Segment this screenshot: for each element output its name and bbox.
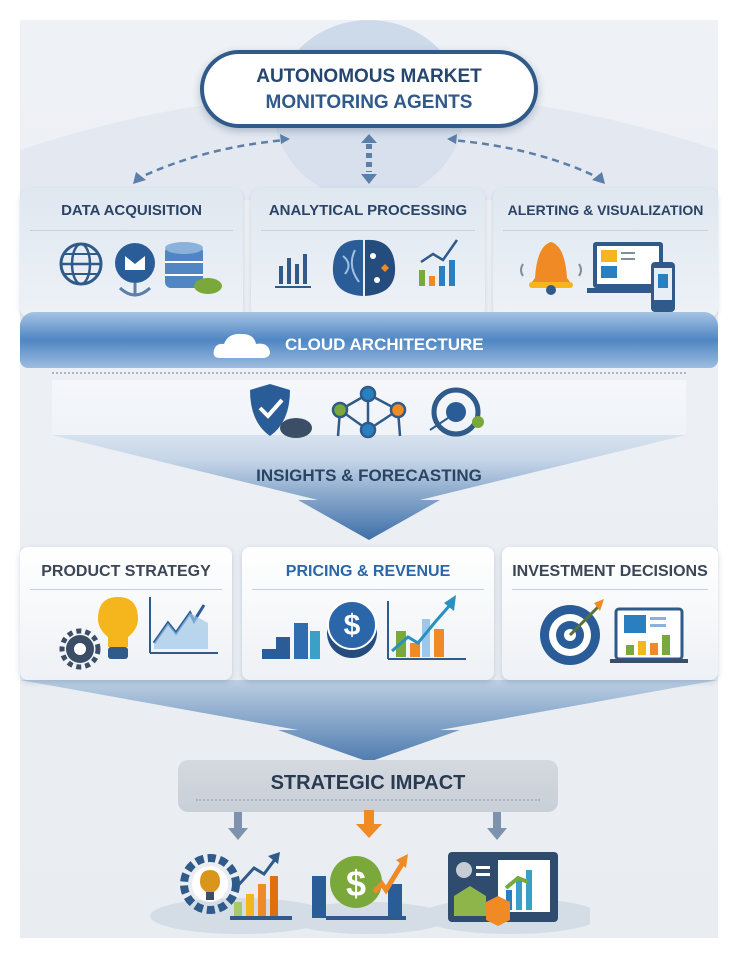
insights-forecasting-label: INSIGHTS & FORECASTING [256,466,482,485]
strategic-impact-box: STRATEGIC IMPACT [178,760,558,812]
card-title: ALERTING & VISUALIZATION [507,202,704,218]
insights-funnel [52,380,686,540]
bar-chart-icon [275,254,311,288]
growth-chart-icon [387,595,466,660]
network-node-icon [115,243,155,297]
card-alerting-visualization: ALERTING & VISUALIZATION [493,188,718,318]
title-line-2: MONITORING AGENTS [265,92,473,113]
line-bar-chart-icon [419,239,459,286]
card-title: PRICING & REVENUE [285,563,451,580]
bottom-icons: $ [150,852,590,934]
card-title: DATA ACQUISITION [61,202,202,219]
mobile-icon [651,262,675,312]
gear-icon [59,628,101,670]
card-data-acquisition: DATA ACQUISITION [20,188,243,318]
laptop-chart-icon [610,607,688,663]
cloud-architecture-band [20,312,718,368]
dashboard-analytics-icon [448,852,558,926]
network-graph-icon [331,385,407,439]
cloud-icon [213,333,270,358]
svg-text:$: $ [346,863,366,904]
innovation-growth-icon [180,852,292,920]
title-pill: AUTONOMOUS MARKET MONITORING AGENTS [200,50,538,128]
bell-icon [520,242,582,295]
svg-text:$: $ [344,609,361,642]
card-investment-decisions: INVESTMENT DECISIONS [502,547,718,680]
card-pricing-revenue: PRICING & REVENUE $ [242,547,494,680]
revenue-growth-icon: $ [312,854,408,920]
bar-chart-icon [262,623,320,659]
connector-arrows [133,134,605,184]
lightbulb-icon [98,597,138,659]
laptop-dashboard-icon [587,242,669,293]
card-title: ANALYTICAL PROCESSING [268,202,468,219]
divider [52,372,686,374]
brain-icon [332,239,396,296]
database-cloud-icon [165,242,222,294]
impact-arrows [228,810,507,840]
globe-icon [59,242,103,286]
strategic-impact-label: STRATEGIC IMPACT [270,772,466,794]
card-title: INVESTMENT DECISIONS [512,563,708,580]
card-analytical-processing: ANALYTICAL PROCESSING [251,188,485,318]
target-icon [540,599,604,665]
card-title: PRODUCT STRATEGY [41,563,211,580]
shield-check-icon [250,384,312,438]
target-orbit-icon [429,387,484,437]
dollar-coin-icon: $ [327,600,377,658]
cloud-architecture-label: CLOUD ARCHITECTURE [285,335,484,354]
impact-funnel [20,680,718,762]
trend-chart-icon [149,597,218,654]
card-product-strategy: PRODUCT STRATEGY [20,547,232,680]
divider [196,799,540,801]
title-line-1: AUTONOMOUS MARKET [256,66,482,87]
